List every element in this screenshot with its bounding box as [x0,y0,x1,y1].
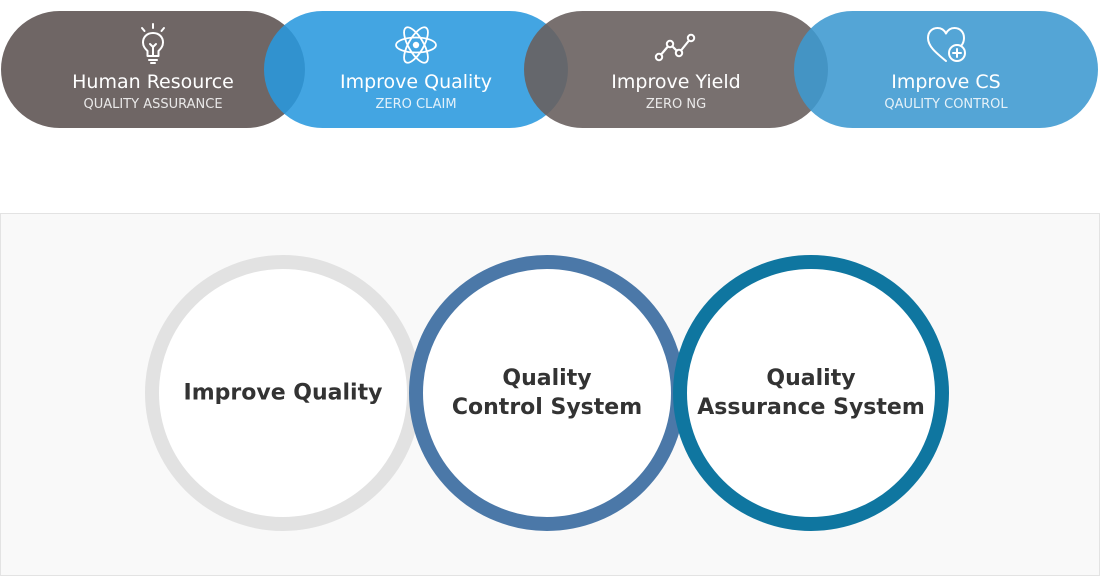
circle-label-line: Control System [451,395,643,420]
pill-subtitle: ZERO CLAIM [375,97,457,112]
circle-label: Quality Control System [423,364,671,422]
circle-label-line: Improve Quality [183,380,383,406]
pill-improve-quality: Improve Quality ZERO CLAIM [264,11,568,128]
atom-icon [391,22,441,66]
pill-subtitle: QAULITY CONTROL [884,97,1008,112]
heart-plus-icon [921,22,971,66]
circle-label-line: Assurance System [697,395,925,420]
pill-human-resource: Human Resource QUALITY ASSURANCE [1,11,305,128]
lightbulb-icon [128,22,178,66]
circle-quality-control-system: Quality Control System [409,255,685,531]
circles-panel: Improve Quality Quality Control System Q… [0,213,1100,576]
trend-line-icon [651,22,701,66]
circle-quality-assurance-system: Quality Assurance System [673,255,949,531]
circle-label: Quality Assurance System [687,364,935,422]
pill-subtitle: ZERO NG [645,97,707,112]
pill-title: Improve CS [891,71,1001,93]
circle-improve-quality: Improve Quality [145,255,421,531]
pill-title: Human Resource [72,71,234,93]
pill-subtitle: QUALITY ASSURANCE [83,97,223,112]
pill-improve-cs: Improve CS QAULITY CONTROL [794,11,1098,128]
circle-label-line: Quality [502,366,592,391]
pill-title: Improve Quality [339,71,493,93]
circle-label-line: Quality [766,366,856,391]
circle-label: Improve Quality [159,379,407,408]
pill-improve-yield: Improve Yield ZERO NG [524,11,828,128]
pill-title: Improve Yield [611,71,741,93]
